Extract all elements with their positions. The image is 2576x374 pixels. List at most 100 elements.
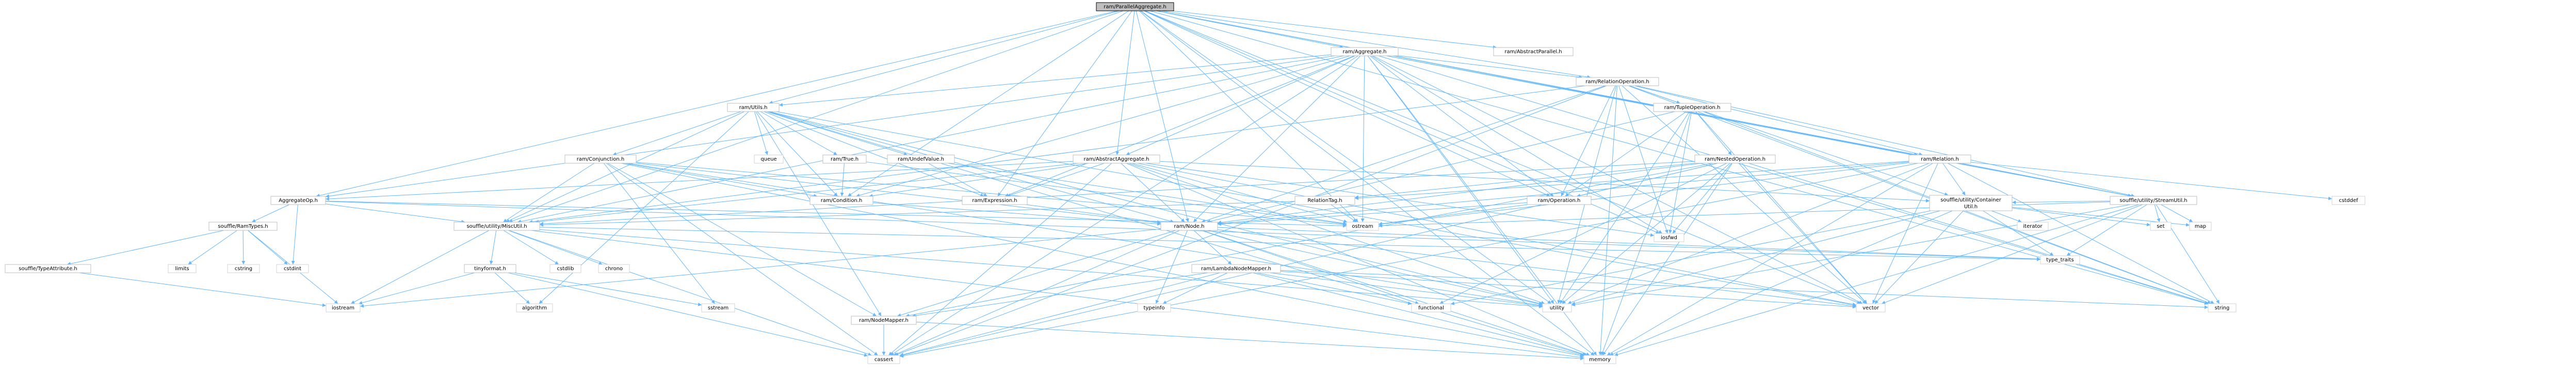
svg-text:AggregateOp.h: AggregateOp.h bbox=[279, 198, 318, 204]
node-misc-util[interactable]: souffle/utility/MiscUtil.h bbox=[453, 222, 540, 231]
node-node-mapper[interactable]: ram/NodeMapper.h bbox=[851, 316, 917, 325]
edge-streamutil-to-vector bbox=[1881, 204, 2143, 304]
node-operation[interactable]: ram/Operation.h bbox=[1527, 196, 1592, 205]
svg-text:ram/NestedOperation.h: ram/NestedOperation.h bbox=[1705, 157, 1765, 162]
node-type-attribute[interactable]: souffle/TypeAttribute.h bbox=[5, 264, 91, 273]
edge-tinyformat-to-iostream bbox=[358, 272, 475, 305]
svg-text:cassert: cassert bbox=[874, 357, 893, 363]
edge-aggregate-to-expression bbox=[1005, 55, 1355, 197]
edge-aggregateop-to-miscutil bbox=[325, 204, 465, 224]
svg-text:iostream: iostream bbox=[332, 305, 354, 311]
edge-streamutil-to-utility bbox=[1571, 204, 2131, 307]
edge-relation-to-ostream bbox=[1378, 162, 1909, 226]
node-parallel-aggregate[interactable]: ram/ParallelAggregate.h bbox=[1096, 2, 1174, 11]
edge-parallelaggregate-to-operation bbox=[1144, 10, 1550, 197]
edge-conjunction-to-ostream bbox=[636, 162, 1347, 227]
node-expression[interactable]: ram/Expression.h bbox=[962, 196, 1028, 205]
edge-lambdanodemapper-to-typeinfo bbox=[1162, 272, 1228, 304]
edge-lambdanodemapper-to-nodemapper bbox=[912, 272, 1208, 318]
edge-node-to-cassert bbox=[893, 230, 1180, 356]
svg-text:ram/LambdaNodeMapper.h: ram/LambdaNodeMapper.h bbox=[1201, 266, 1271, 272]
edge-abstractaggregate-to-aggregateop bbox=[325, 161, 1074, 201]
edge-ramutils-to-true bbox=[760, 111, 838, 155]
edge-tinyformat-to-algorithm bbox=[494, 272, 530, 304]
edge-streamutil-to-string bbox=[2156, 204, 2220, 304]
edge-abstractaggregate-to-node bbox=[1121, 163, 1185, 223]
node-aggregate-op[interactable]: AggregateOp.h bbox=[270, 196, 326, 205]
edge-aggregateop-to-ostream bbox=[325, 200, 1347, 228]
node-ram-utils[interactable]: ram/Utils.h bbox=[727, 103, 780, 112]
svg-text:chrono: chrono bbox=[605, 266, 623, 272]
node-lib-string: string bbox=[2208, 303, 2237, 313]
node-condition[interactable]: ram/Condition.h bbox=[809, 196, 873, 205]
svg-text:ram/UndefValue.h: ram/UndefValue.h bbox=[898, 157, 944, 162]
svg-text:iosfwd: iosfwd bbox=[1661, 235, 1677, 241]
node-stream-util[interactable]: souffle/utility/StreamUtil.h bbox=[2110, 196, 2197, 205]
svg-text:iterator: iterator bbox=[2023, 224, 2043, 229]
node-aggregate[interactable]: ram/Aggregate.h bbox=[1331, 47, 1399, 56]
edge-conjunction-to-nodemapper bbox=[607, 163, 877, 317]
edge-ramutils-to-algorithm bbox=[539, 111, 749, 304]
svg-text:ram/ParallelAggregate.h: ram/ParallelAggregate.h bbox=[1104, 4, 1166, 10]
node-tuple-operation[interactable]: ram/TupleOperation.h bbox=[1653, 103, 1731, 112]
svg-text:ram/Condition.h: ram/Condition.h bbox=[821, 198, 863, 204]
edge-aggregate-to-utility bbox=[1367, 55, 1554, 304]
edge-node-to-typeinfo bbox=[1155, 230, 1188, 304]
edge-abstractaggregate-to-utility bbox=[1128, 163, 1545, 305]
node-lib-queue: queue bbox=[754, 154, 784, 164]
edge-aggregate-to-ostream bbox=[1360, 55, 1365, 223]
edge-operation-to-node bbox=[1217, 202, 1528, 226]
node-lambda-node-mapper[interactable]: ram/LambdaNodeMapper.h bbox=[1191, 264, 1281, 273]
node-nested-operation[interactable]: ram/NestedOperation.h bbox=[1694, 154, 1776, 164]
node-undef-value[interactable]: ram/UndefValue.h bbox=[887, 154, 955, 164]
edge-containerutil-to-vector bbox=[1874, 210, 1964, 304]
node-ram-node[interactable]: ram/Node.h bbox=[1160, 222, 1218, 231]
edge-containerutil-to-set bbox=[2012, 208, 2151, 227]
edge-nestedoperation-to-functional bbox=[1439, 163, 1727, 304]
node-lib-cstdlib: cstdlib bbox=[549, 264, 581, 273]
edge-operation-to-ostream bbox=[1378, 204, 1528, 226]
node-true[interactable]: ram/True.h bbox=[822, 154, 867, 164]
edge-aggregate-to-abstractaggregate bbox=[1126, 55, 1355, 155]
node-relation[interactable]: ram/Relation.h bbox=[1908, 154, 1971, 164]
edge-relationoperation-to-miscutil bbox=[528, 85, 1586, 224]
edge-parallelaggregate-to-string bbox=[1149, 10, 2209, 305]
svg-text:ram/NodeMapper.h: ram/NodeMapper.h bbox=[859, 318, 909, 323]
node-lib-algorithm: algorithm bbox=[516, 303, 553, 313]
node-lib-iosfwd: iosfwd bbox=[1654, 233, 1684, 242]
edge-relationoperation-to-iosfwd bbox=[1618, 85, 1668, 234]
svg-text:cstdint: cstdint bbox=[284, 266, 301, 272]
edge-miscutil-to-cstdlib bbox=[503, 230, 559, 265]
node-abstract-aggregate[interactable]: ram/AbstractAggregate.h bbox=[1073, 154, 1160, 164]
svg-text:utility: utility bbox=[1550, 305, 1565, 311]
svg-text:ram/RelationOperation.h: ram/RelationOperation.h bbox=[1585, 79, 1649, 85]
edge-abstractaggregate-to-miscutil bbox=[534, 163, 1079, 224]
edge-typeattribute-to-iostream bbox=[79, 272, 327, 307]
node-lib-cstdint: cstdint bbox=[276, 264, 309, 273]
edge-parallelaggregate-to-aggregate bbox=[1156, 10, 1344, 49]
edge-miscutil-to-utility bbox=[539, 229, 1543, 308]
edge-relation-to-node bbox=[1217, 161, 1909, 225]
edge-parallelaggregate-to-node bbox=[1136, 10, 1189, 223]
edge-node-to-memory bbox=[1202, 230, 1587, 356]
edge-parallelaggregate-to-miscutil bbox=[509, 10, 1123, 223]
node-tinyformat[interactable]: tinyformat.h bbox=[464, 264, 516, 273]
node-abstract-parallel[interactable]: ram/AbstractParallel.h bbox=[1493, 47, 1574, 56]
edge-relation-to-cstddef bbox=[1970, 162, 2332, 200]
svg-text:ram/Expression.h: ram/Expression.h bbox=[972, 198, 1017, 204]
edge-miscutil-to-iostream bbox=[350, 230, 490, 304]
edge-nestedoperation-to-vector bbox=[1738, 163, 1868, 304]
svg-text:souffle/utility/MiscUtil.h: souffle/utility/MiscUtil.h bbox=[466, 224, 527, 229]
edge-tupleoperation-to-utility bbox=[1559, 111, 1690, 304]
node-ram-types[interactable]: souffle/RamTypes.h bbox=[208, 222, 278, 231]
svg-text:ram/Relation.h: ram/Relation.h bbox=[1921, 157, 1959, 162]
svg-text:string: string bbox=[2215, 305, 2230, 311]
node-conjunction[interactable]: ram/Conjunction.h bbox=[564, 154, 637, 164]
edge-parallelaggregate-to-relationoperation bbox=[1161, 10, 1591, 79]
edge-relationoperation-to-operation bbox=[1561, 85, 1616, 197]
node-relation-tag[interactable]: RelationTag.h bbox=[1294, 196, 1355, 205]
edge-ramutils-to-expression bbox=[764, 111, 984, 197]
node-lib-cstddef: cstddef bbox=[2331, 196, 2366, 205]
node-relation-operation[interactable]: ram/RelationOperation.h bbox=[1576, 77, 1659, 86]
